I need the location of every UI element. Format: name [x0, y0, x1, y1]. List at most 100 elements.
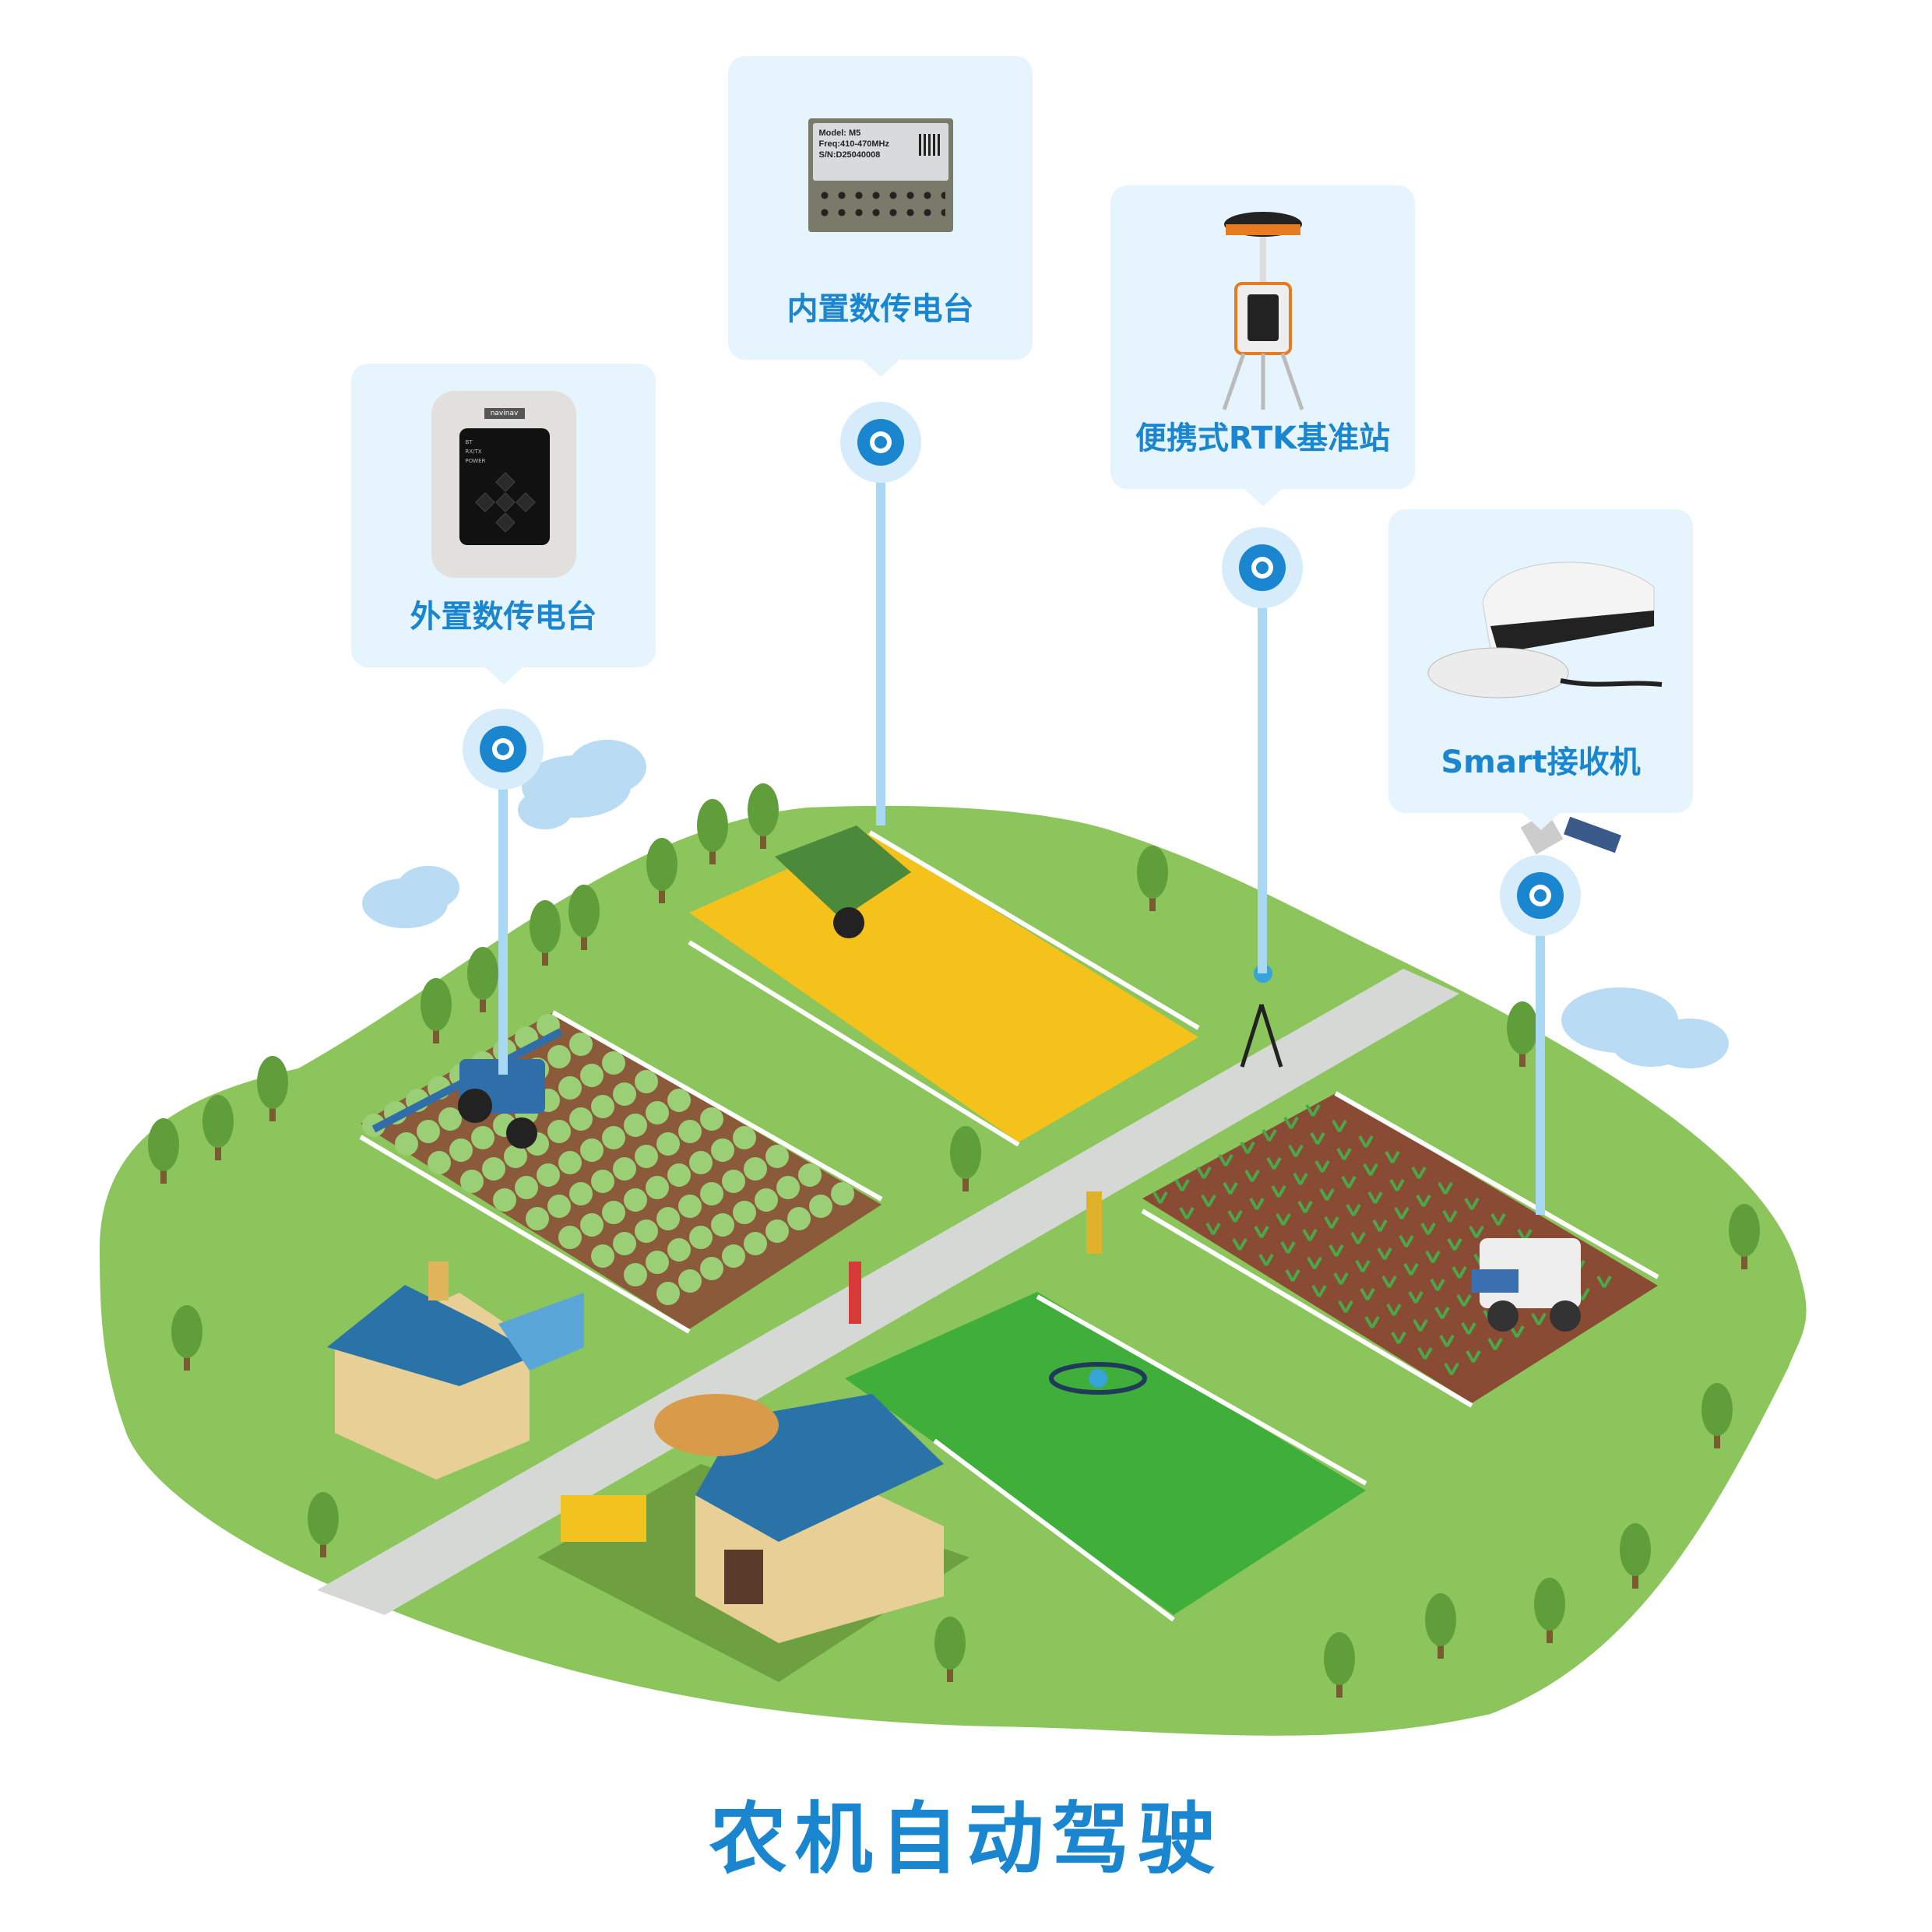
sprout — [1420, 1223, 1436, 1235]
indicator-rxtx: RX/TX — [465, 449, 482, 455]
card-internal-radio: Model: M5 Freq:410-470MHz S/N:D25040008 … — [728, 56, 1033, 377]
sprout — [1305, 1104, 1321, 1117]
cabbage — [580, 1213, 604, 1237]
cabbage — [678, 1120, 702, 1143]
cabbage — [547, 1045, 571, 1068]
sprout — [1227, 1210, 1243, 1223]
cabbage — [744, 1157, 767, 1181]
sprout — [1196, 1167, 1212, 1179]
card-label: 便携式RTK基准站 — [1135, 421, 1391, 456]
down-button-icon — [494, 512, 516, 533]
cabbage — [798, 1163, 822, 1187]
tractor — [371, 1028, 563, 1149]
sprout — [1232, 1238, 1248, 1251]
cabbage — [711, 1138, 734, 1162]
sprout — [1389, 1179, 1405, 1191]
tree — [1729, 1204, 1760, 1269]
sprout — [1596, 1276, 1612, 1288]
cabbage — [635, 1219, 658, 1243]
cabbage — [667, 1163, 691, 1187]
sprout — [1408, 1291, 1423, 1304]
tree — [697, 799, 728, 864]
location-pins — [463, 402, 1581, 1215]
tree — [1137, 846, 1168, 911]
sprout — [1444, 1363, 1459, 1375]
smart-receiver-device — [1427, 561, 1662, 699]
tree — [1701, 1383, 1733, 1448]
sprout — [1297, 1201, 1313, 1213]
left-button-icon — [474, 492, 495, 512]
cabbage — [613, 1082, 636, 1106]
sprout — [1358, 1135, 1374, 1148]
cabbage — [646, 1176, 669, 1199]
sprout — [1283, 1117, 1299, 1129]
cabbage — [646, 1251, 669, 1274]
cabbage — [667, 1089, 691, 1112]
tree — [171, 1305, 202, 1371]
cabbage — [667, 1238, 691, 1262]
tree — [1324, 1632, 1355, 1698]
sprout — [1367, 1191, 1383, 1204]
location-pin-icon — [463, 709, 544, 1075]
sprout — [1360, 1288, 1375, 1300]
up-button-icon — [494, 472, 516, 492]
people — [849, 1191, 1102, 1324]
sprout — [1319, 1188, 1335, 1201]
sprout — [1285, 1269, 1300, 1282]
sprout — [1403, 1263, 1419, 1276]
sprout — [1179, 1207, 1195, 1219]
cabbage — [635, 1070, 658, 1093]
cabbage — [591, 1095, 614, 1118]
sprout — [1310, 1132, 1325, 1145]
sprout — [1314, 1160, 1330, 1173]
cabbage — [722, 1170, 745, 1193]
tree — [467, 947, 498, 1012]
sprout — [1336, 1148, 1352, 1160]
indicator-power: POWER — [465, 458, 486, 464]
cabbage — [624, 1114, 647, 1137]
sprout — [1288, 1145, 1304, 1157]
cabbage — [558, 1151, 582, 1174]
sprout — [1338, 1300, 1353, 1313]
cabbage — [569, 1033, 593, 1056]
sprout — [1438, 1182, 1453, 1195]
sprout — [1531, 1313, 1547, 1325]
cabbage — [515, 1176, 538, 1199]
cabbage — [646, 1101, 669, 1124]
cabbage — [602, 1201, 625, 1224]
control-panel: BT RX/TX POWER — [459, 428, 550, 545]
cabbage — [471, 1126, 494, 1149]
serial-text: S/N:D25040008 — [818, 150, 881, 160]
sprout — [1385, 1151, 1400, 1163]
location-pin-icon — [1222, 527, 1303, 973]
sprout — [1372, 1219, 1388, 1232]
sprout — [1452, 1266, 1467, 1279]
pin-holes — [815, 187, 945, 224]
sprout — [1391, 1332, 1406, 1344]
sprout — [1249, 1198, 1265, 1210]
tree — [257, 1056, 288, 1121]
cabbage — [656, 1282, 680, 1305]
right-button-icon — [515, 492, 536, 512]
sprout — [1413, 1319, 1428, 1332]
sprout — [1223, 1182, 1238, 1195]
card-portable-rtk: 便携式RTK基准站 — [1110, 185, 1415, 506]
external-radio-device: navinav BT RX/TX POWER — [431, 391, 576, 578]
tree — [308, 1492, 339, 1557]
cabbage — [602, 1051, 625, 1075]
cabbage — [765, 1219, 789, 1243]
bulldozer — [561, 1495, 646, 1542]
sprout — [1174, 1179, 1190, 1191]
cabbage — [689, 1226, 713, 1249]
sprout — [1417, 1347, 1433, 1360]
sprout — [1469, 1226, 1484, 1238]
sprout — [1350, 1232, 1366, 1244]
sprout — [1411, 1167, 1427, 1179]
cabbage — [635, 1145, 658, 1168]
cabbage — [428, 1151, 451, 1174]
radio-module-device: Model: M5 Freq:410-470MHz S/N:D25040008 — [808, 118, 953, 232]
card-smart-receiver: Smart接收机 — [1388, 509, 1693, 830]
sprout — [1430, 1279, 1445, 1291]
sprout — [1364, 1316, 1380, 1328]
power-button-icon — [494, 492, 516, 512]
